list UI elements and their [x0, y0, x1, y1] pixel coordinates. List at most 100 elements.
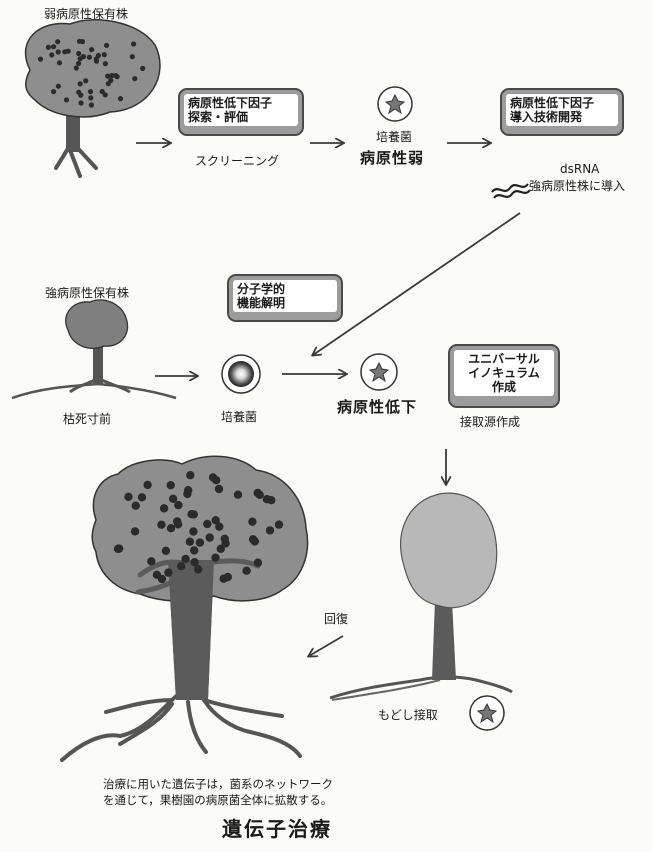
canopy-dot — [88, 102, 94, 108]
canopy-dot — [215, 522, 224, 531]
star-fungus-icon — [377, 86, 413, 122]
canopy-dot — [173, 517, 182, 526]
introduce-label: 強病原性株に導入 — [529, 179, 626, 193]
canopy-dot — [131, 501, 140, 510]
canopy-dot — [205, 533, 214, 542]
canopy-dot — [55, 39, 61, 45]
canopy-dot — [183, 489, 192, 499]
canopy-dot — [186, 471, 195, 480]
canopy-dot — [113, 73, 119, 79]
canopy-dot — [143, 480, 152, 490]
diagram-title: 遺伝子治療 — [222, 817, 332, 841]
canopy-dot — [211, 553, 220, 562]
culture-dish-icon — [221, 354, 261, 394]
canopy-dot — [76, 50, 82, 57]
canopy-dot — [62, 49, 68, 55]
screening-label: スクリーニング — [195, 154, 280, 168]
canopy-dot — [55, 83, 62, 89]
canopy-dot — [83, 78, 89, 84]
canopy-dot — [185, 537, 195, 546]
canopy-dot — [101, 52, 107, 58]
reduced-pathogenic-label: 病原性低下 — [337, 398, 418, 416]
canopy-dot — [102, 61, 108, 67]
molecular-box-text: 分子学的 機能解明 — [233, 280, 337, 312]
canopy-dot — [102, 92, 108, 98]
canopy-dot — [174, 500, 183, 510]
canopy-dot — [131, 41, 137, 47]
canopy-dot — [108, 77, 114, 83]
canopy-dot — [161, 546, 171, 555]
canopy-dot — [77, 81, 83, 87]
canopy-dot — [129, 54, 135, 60]
canopy-dot — [87, 89, 94, 95]
canopy-dot — [78, 100, 84, 106]
canopy-dot — [195, 538, 205, 547]
canopy-dot — [88, 95, 94, 101]
canopy-dot — [147, 557, 156, 566]
canopy-dot — [73, 65, 79, 71]
arrow-introduction-to-culture — [313, 212, 521, 355]
canopy-dot — [265, 526, 275, 535]
weak-pathogenic-label: 病原性弱 — [360, 149, 425, 167]
canopy-dot — [104, 42, 110, 49]
canopy-dot — [190, 546, 199, 555]
canopy-dot — [253, 488, 262, 498]
canopy-dot — [51, 44, 57, 50]
culture-top-label: 培養菌 — [376, 130, 413, 144]
star-fungus-icon — [360, 353, 398, 391]
canopy-dot — [164, 568, 173, 577]
canopy-dot — [212, 476, 221, 485]
canopy-dot — [194, 565, 203, 574]
canopy-dot — [223, 572, 232, 582]
canopy-dot — [253, 558, 263, 567]
introduction-box-text: 病原性低下因子 導入技術開発 — [506, 94, 618, 126]
canopy-dot — [166, 524, 176, 533]
canopy-dot — [78, 92, 84, 98]
canopy-dot — [130, 527, 140, 536]
canopy-dot — [79, 39, 86, 45]
canopy-dot — [51, 89, 57, 95]
canopy-dot — [80, 54, 86, 60]
arrow-recovery — [309, 635, 344, 656]
canopy-dot — [216, 544, 225, 553]
canopy-dot — [233, 490, 243, 499]
canopy-dot — [124, 492, 133, 501]
canopy-dot — [89, 47, 95, 53]
inoculum-box-text: ユニバーサル イノキュラム 作成 — [454, 350, 554, 396]
molecular-box: 分子学的 機能解明 — [227, 274, 343, 322]
canopy-dot — [189, 510, 198, 519]
weak-holder-label: 弱病原性保有株 — [44, 7, 129, 21]
strong-holder-label: 強病原性保有株 — [45, 286, 130, 300]
canopy-dot — [190, 558, 199, 567]
reinoculation-label: もどし接取 — [378, 708, 438, 722]
canopy-dot — [166, 481, 175, 490]
canopy-dot — [132, 76, 138, 82]
canopy-dot — [157, 520, 166, 529]
canopy-dot — [181, 554, 190, 564]
canopy-dot — [76, 60, 82, 66]
canopy-dot — [109, 72, 115, 79]
star-fungus-icon — [469, 695, 505, 731]
tree-weak-holder — [24, 19, 161, 178]
canopy-dot — [248, 517, 257, 526]
dsrna-label: dsRNA — [560, 162, 600, 176]
canopy-dot — [211, 516, 220, 525]
recovery-label: 回復 — [324, 612, 349, 626]
canopy-dot — [63, 97, 70, 103]
before-death-label: 枯死寸前 — [63, 412, 112, 426]
canopy-dot — [157, 574, 167, 584]
dsrna-strand-icon — [491, 183, 531, 199]
canopy-dot — [86, 54, 92, 60]
canopy-dot — [189, 527, 198, 536]
tree-strong-holder — [11, 299, 177, 400]
canopy-dot — [267, 496, 276, 505]
canopy-dot — [250, 537, 259, 546]
diffusion-note: 治療に用いた遺伝子は，菌系のネットワーク を通じて，果樹園の病原菌全体に拡散する… — [103, 777, 333, 807]
canopy-dot — [203, 519, 212, 529]
inoculum-source-label: 接取源作成 — [460, 415, 521, 429]
culture-mid-label: 培養菌 — [221, 410, 258, 424]
canopy-dot — [93, 58, 100, 64]
canopy-dot — [220, 534, 229, 543]
